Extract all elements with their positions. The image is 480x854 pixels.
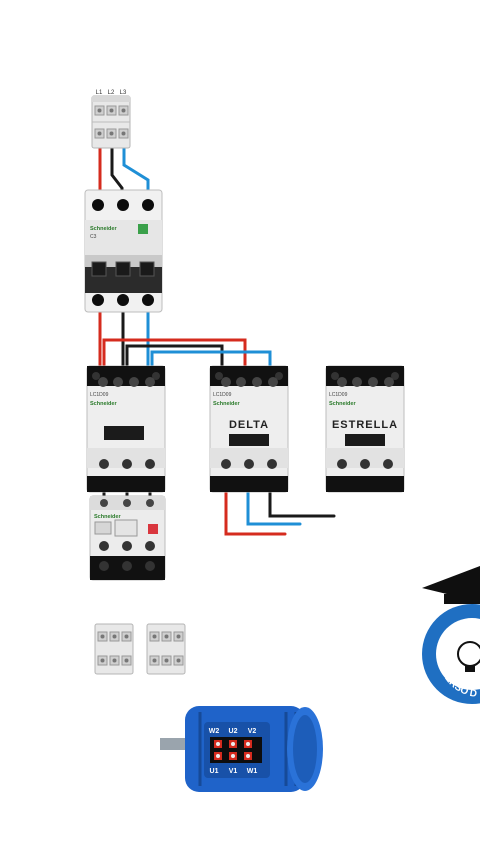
wire-l2 [110,146,124,197]
breaker-brand: Schneider [90,226,117,232]
contactor-main: LC1D09 Schneider [86,365,166,493]
relay-reset-button [148,524,158,534]
wire-delta-red [224,486,287,536]
phase-label-l3: L3 [120,90,127,96]
wire-delta-black [268,486,336,518]
wire-l3 [122,146,150,197]
phase-label-l1: L1 [96,90,103,96]
motor: W2 U2 V2 U1 V1 W1 [160,706,323,792]
motor-terminal-u2: U2 [229,728,238,735]
motor-terminal-v2: V2 [248,728,257,735]
motor-terminal-w2: W2 [209,728,220,735]
phase-label-l2: L2 [108,90,115,96]
contactor-star: LC1D09 Schneider ESTRELLA [325,365,405,493]
breaker-indicator [138,224,148,234]
contactor-delta: LC1D09 Schneider DELTA [209,365,289,493]
main-model: LC1D09 [90,392,109,398]
logo: UNIVERSO D [422,566,480,704]
star-model: LC1D09 [329,392,348,398]
motor-terminal-w1: W1 [247,768,258,775]
star-label: ESTRELLA [332,419,398,431]
motor-terminal-u1: U1 [210,768,219,775]
motor-terminal-v1: V1 [229,768,238,775]
circuit-breaker: Schneider C3 [84,189,163,313]
wire-bridge-black [125,344,224,374]
star-brand: Schneider [329,401,356,407]
overload-relay: Schneider [89,495,166,581]
relay-brand: Schneider [94,514,121,520]
delta-brand: Schneider [213,401,240,407]
phase-terminal-block: L1 L2 L3 [91,90,131,149]
wire-bridge-blue [150,350,272,374]
graduation-cap-icon [422,566,480,602]
delta-model: LC1D09 [213,392,232,398]
wire-delta-blue [246,486,302,526]
wire-bridge-red [102,338,247,374]
breaker-model: C3 [90,234,97,240]
terminal-block-right [146,623,186,675]
terminal-block-left [94,623,134,675]
delta-label: DELTA [229,419,269,431]
main-brand: Schneider [90,401,117,407]
